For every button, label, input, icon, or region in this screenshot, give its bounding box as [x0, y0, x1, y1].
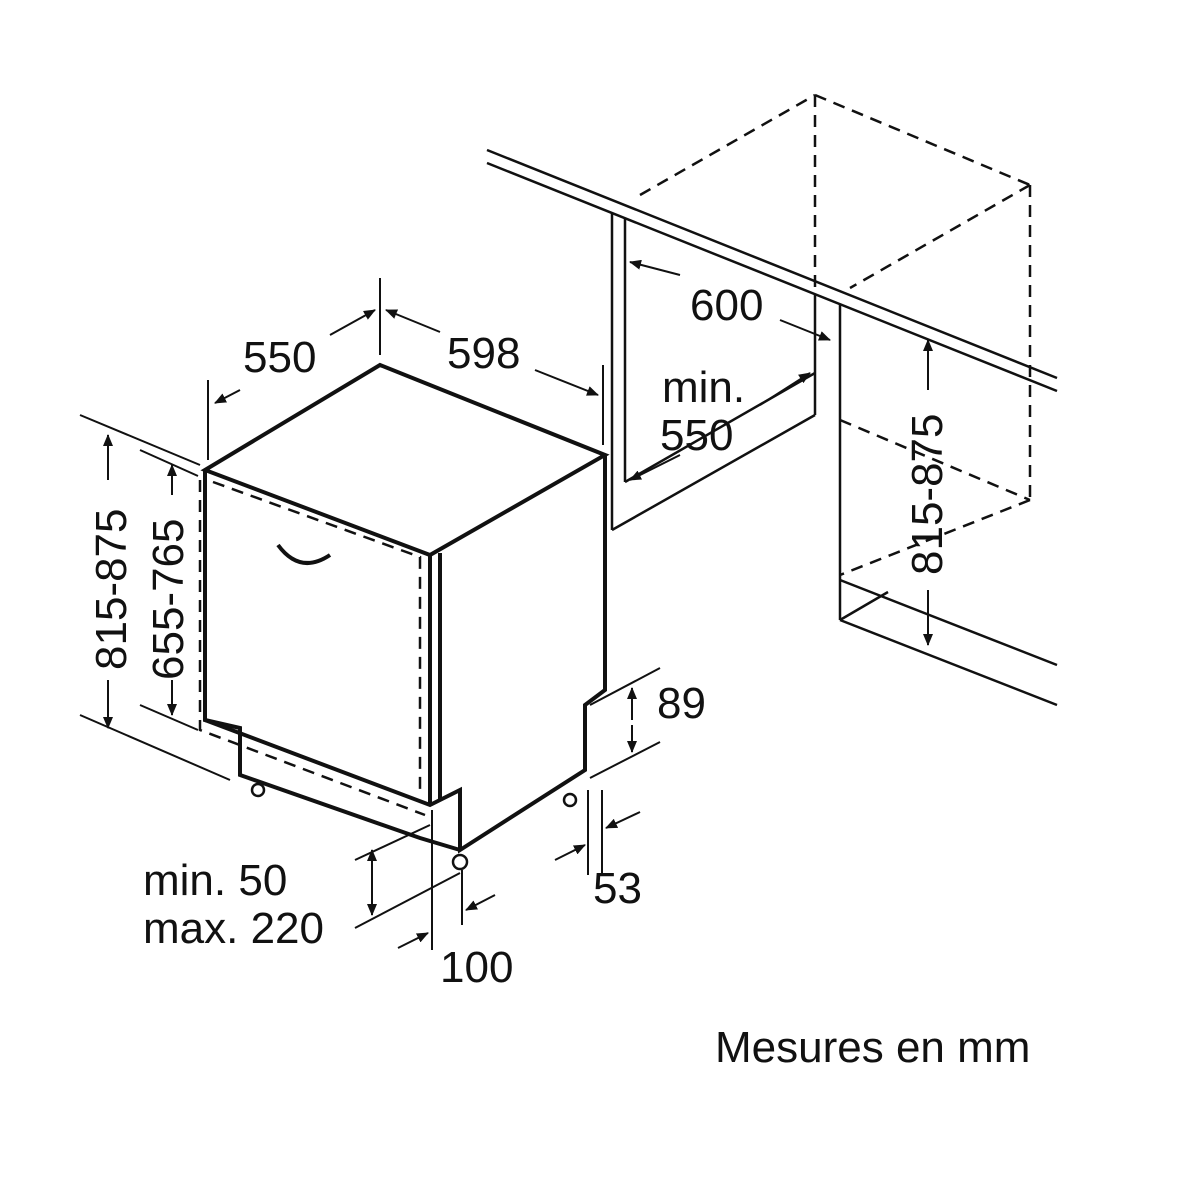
feet-max-label: max. 220	[143, 904, 324, 953]
units-caption: Mesures en mm	[715, 1023, 1030, 1072]
width-label: 598	[447, 329, 520, 378]
niche-depth-min-label: min.	[662, 363, 745, 412]
niche-width-label: 600	[690, 281, 763, 330]
dishwasher	[198, 362, 610, 871]
appliance-height-label: 655-765	[144, 519, 193, 680]
kitchen-niche	[486, 93, 1058, 707]
feet-offset-label: 100	[440, 943, 513, 992]
depth-label: 550	[243, 333, 316, 382]
total-height-label: 815-875	[87, 509, 136, 670]
feet-min-label: min. 50	[143, 856, 287, 905]
niche-depth-value: 550	[660, 411, 733, 460]
niche-height-label: 815-875	[903, 414, 952, 575]
dimension-lines	[79, 259, 933, 950]
plinth-offset-label: 53	[593, 864, 642, 913]
plinth-height-label: 89	[657, 679, 706, 728]
